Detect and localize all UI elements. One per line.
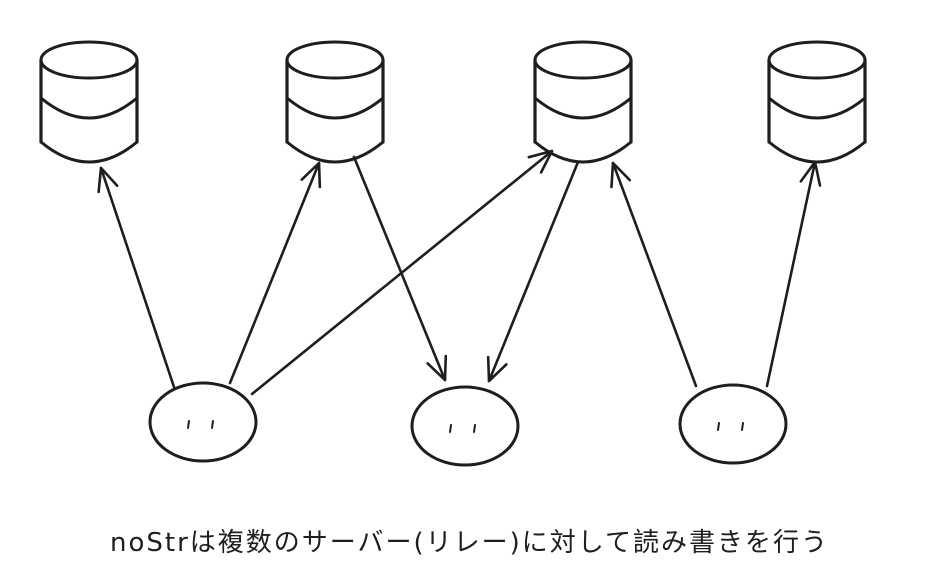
database-bottom (39, 140, 139, 164)
client-eye-right (211, 420, 214, 429)
database-bottom (285, 140, 385, 164)
connection-arrow-write (765, 160, 822, 388)
arrow-head-icon (610, 161, 632, 189)
arrow-shaft (228, 161, 321, 385)
database-band (533, 96, 633, 120)
client-eye-left (449, 424, 452, 433)
client-user-icon (148, 381, 258, 463)
arrow-shaft (99, 166, 176, 389)
relay-server-icon (533, 40, 633, 164)
client-eye-right (741, 422, 744, 431)
client-user-icon (410, 385, 520, 467)
client-head (148, 381, 258, 463)
client-eye-right (473, 424, 476, 433)
relay-server-icon (285, 40, 385, 164)
relay-server-icon (39, 40, 139, 164)
arrow-head-icon (486, 355, 508, 383)
arrow-head-icon (527, 149, 554, 174)
client-head (410, 385, 520, 467)
client-eye-left (187, 420, 190, 429)
client-eye-left (717, 422, 720, 431)
arrow-head-icon (300, 161, 322, 189)
arrow-shaft (352, 155, 447, 382)
arrow-shaft (487, 160, 580, 383)
client-head (678, 383, 788, 465)
database-bottom (767, 140, 867, 164)
connection-arrow-write (228, 161, 322, 385)
arrow-head-icon (97, 166, 119, 194)
database-band (39, 96, 139, 120)
database-top (39, 40, 139, 80)
arrow-shaft (765, 160, 817, 388)
arrow-head-icon (426, 354, 448, 382)
connection-arrow-read (486, 160, 580, 383)
arrow-head-icon (799, 160, 822, 187)
database-top (767, 40, 867, 80)
database-band (285, 96, 385, 120)
diagram-caption: noStrは複数のサーバー(リレー)に対して読み書きを行う (109, 528, 830, 558)
database-bottom (533, 140, 633, 164)
database-top (285, 40, 385, 80)
client-user-icon (678, 383, 788, 465)
database-band (767, 96, 867, 120)
connection-arrow-write (97, 166, 176, 389)
relay-server-icon (767, 40, 867, 164)
arrow-shaft (611, 161, 698, 388)
connection-arrow-read (352, 155, 448, 382)
connection-arrow-write (610, 161, 698, 388)
database-top (533, 40, 633, 80)
